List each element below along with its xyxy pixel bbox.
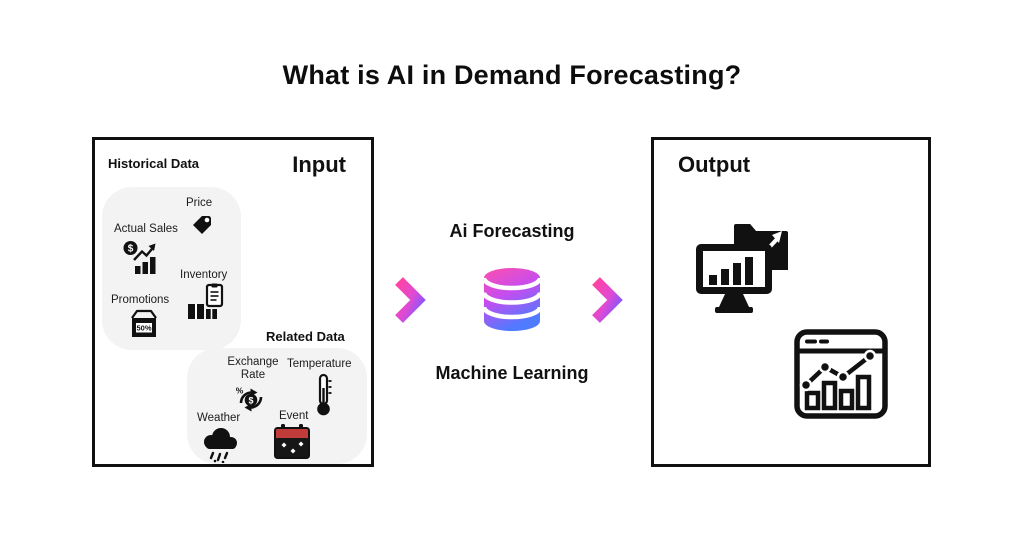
- price-tag-icon: [193, 216, 211, 234]
- output-heading: Output: [678, 152, 751, 177]
- input-heading: Input: [292, 152, 346, 177]
- discount-box-icon: 50%: [131, 309, 157, 337]
- input-panel: Historical Data Input Price Actual Sales…: [92, 137, 374, 467]
- related-data-label: Related Data: [266, 329, 345, 344]
- sales-growth-icon: $: [123, 241, 156, 274]
- historical-data-card: Price Actual Sales $ Inventory: [102, 187, 241, 350]
- promotions-label: Promotions: [111, 294, 170, 306]
- page-title: What is AI in Demand Forecasting?: [282, 60, 742, 90]
- inventory-boxes-icon: [188, 283, 224, 319]
- browser-chart-icon: [794, 329, 888, 419]
- dollar-glyph: $: [128, 244, 134, 255]
- rain-cloud-icon: [204, 428, 237, 463]
- weather-label: Weather: [197, 412, 241, 424]
- inventory-label: Inventory: [180, 269, 228, 281]
- ai-forecasting-label: Ai Forecasting: [449, 221, 575, 241]
- machine-learning-label: Machine Learning: [435, 363, 589, 383]
- thermometer-icon: [317, 373, 332, 416]
- event-label: Event: [279, 410, 309, 422]
- dollar-glyph: $: [248, 396, 253, 406]
- related-data-card: Exchange Rate % $ Temperature Weather: [187, 348, 367, 464]
- percent-glyph: %: [236, 386, 244, 396]
- actual-sales-label: Actual Sales: [114, 223, 178, 235]
- discount-badge: 50%: [136, 324, 151, 333]
- database-icon: [481, 268, 543, 331]
- temperature-label: Temperature: [287, 358, 352, 370]
- chevron-right-icon: [395, 277, 426, 323]
- calendar-icon: [274, 424, 310, 459]
- price-label: Price: [186, 197, 213, 209]
- output-panel: Output: [651, 137, 931, 467]
- monitor-analytics-icon: [696, 220, 792, 313]
- historical-data-label: Historical Data: [108, 156, 200, 171]
- exchange-rate-label: Exchange Rate: [227, 356, 279, 382]
- chevron-right-icon: [592, 277, 623, 323]
- exchange-rate-icon: % $: [236, 386, 263, 412]
